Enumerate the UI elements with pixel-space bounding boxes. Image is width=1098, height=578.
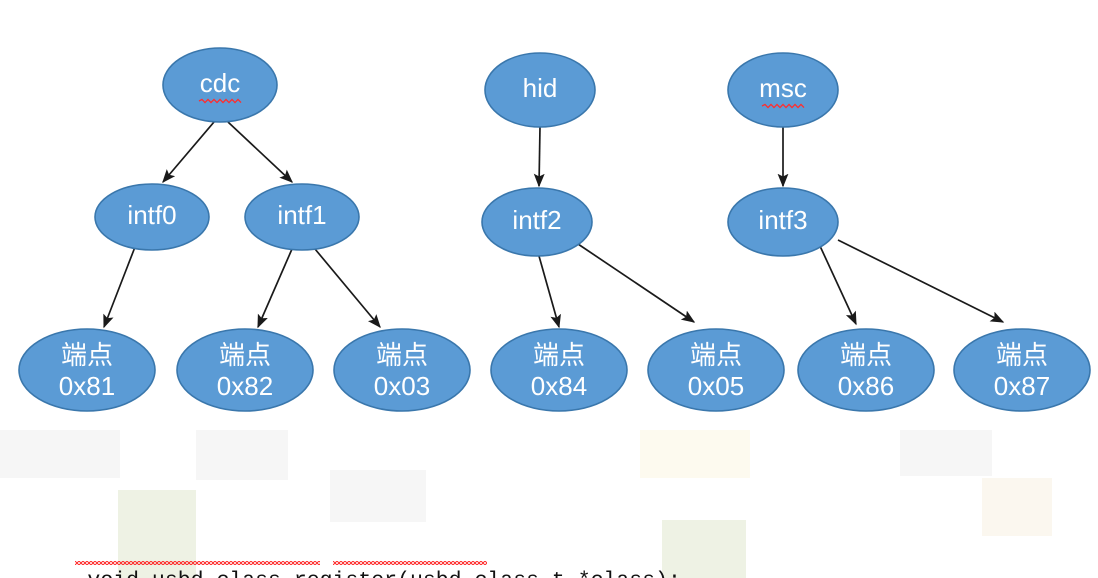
node-hid[interactable]: hid	[484, 52, 596, 128]
node-shape[interactable]	[953, 328, 1091, 412]
endpoint-label-cn: 端点	[219, 340, 271, 370]
code-block: void usbd_class_register(usbd_class_t *c…	[10, 476, 1090, 578]
interface-label: intf0	[127, 200, 176, 230]
endpoint-label-address: 0x03	[374, 371, 430, 401]
edge-line	[162, 121, 215, 184]
edge-intf2-to-ep05	[577, 243, 696, 323]
interface-label: intf1	[277, 200, 326, 230]
spellcheck-underline	[761, 103, 805, 109]
edge-line	[227, 121, 293, 183]
endpoint-label-address: 0x05	[688, 371, 744, 401]
node-shape[interactable]	[333, 328, 471, 412]
node-msc[interactable]: msc	[727, 52, 839, 128]
node-shape[interactable]	[176, 328, 314, 412]
endpoint-label-address: 0x87	[994, 371, 1050, 401]
class-label: hid	[523, 73, 558, 103]
code-line-text: void usbd_class_register(usbd_class_t *c…	[87, 569, 681, 578]
node-intf3[interactable]: intf3	[727, 187, 839, 257]
endpoint-label-cn: 端点	[840, 340, 892, 370]
edge-line	[257, 248, 293, 329]
endpoint-label-cn: 端点	[533, 340, 585, 370]
node-shape[interactable]	[244, 183, 360, 251]
edge-hid-to-intf2	[533, 126, 545, 188]
edge-intf2-to-ep84	[538, 255, 561, 329]
edge-intf3-to-ep86	[819, 245, 857, 326]
node-shape[interactable]	[727, 52, 839, 128]
node-intf0[interactable]: intf0	[94, 183, 210, 251]
node-shape[interactable]	[797, 328, 935, 412]
class-label: msc	[759, 73, 807, 103]
node-intf2[interactable]: intf2	[481, 187, 593, 257]
spellcheck-underline	[74, 561, 320, 565]
edge-intf3-to-ep87	[837, 239, 1005, 323]
spellcheck-underline	[332, 561, 488, 565]
endpoint-label-address: 0x81	[59, 371, 115, 401]
node-cdc[interactable]: cdc	[162, 47, 278, 123]
node-shape[interactable]	[94, 183, 210, 251]
edge-line	[837, 239, 1005, 323]
edge-line	[538, 255, 561, 329]
endpoint-label-cn: 端点	[376, 340, 428, 370]
node-shape[interactable]	[18, 328, 156, 412]
edge-line	[314, 248, 381, 329]
edge-line	[819, 245, 857, 326]
interface-label: intf2	[512, 205, 561, 235]
edges-layer	[103, 121, 1005, 329]
endpoint-label-cn: 端点	[61, 340, 113, 370]
node-shape[interactable]	[647, 328, 785, 412]
class-label: cdc	[200, 68, 240, 98]
edge-line	[577, 243, 696, 323]
node-shape[interactable]	[484, 52, 596, 128]
endpoint-label-address: 0x84	[531, 371, 587, 401]
edge-cdc-to-intf0	[162, 121, 215, 184]
endpoint-label-address: 0x82	[217, 371, 273, 401]
endpoint-label-address: 0x86	[838, 371, 894, 401]
edge-intf0-to-ep81	[103, 246, 136, 329]
code-line: void usbd_class_register(usbd_class_t *c…	[10, 536, 1090, 578]
node-shape[interactable]	[727, 187, 839, 257]
endpoint-label-cn: 端点	[690, 340, 742, 370]
interface-label: intf3	[758, 205, 807, 235]
edge-intf1-to-ep82	[257, 248, 293, 329]
node-intf1[interactable]: intf1	[244, 183, 360, 251]
node-shape[interactable]	[162, 47, 278, 123]
node-shape[interactable]	[490, 328, 628, 412]
endpoint-label-cn: 端点	[996, 340, 1048, 370]
edge-line	[533, 126, 545, 188]
edge-intf1-to-ep03	[314, 248, 381, 329]
spellcheck-underline	[198, 98, 242, 104]
node-shape[interactable]	[481, 187, 593, 257]
edge-line	[103, 246, 136, 329]
edge-cdc-to-intf1	[227, 121, 293, 183]
